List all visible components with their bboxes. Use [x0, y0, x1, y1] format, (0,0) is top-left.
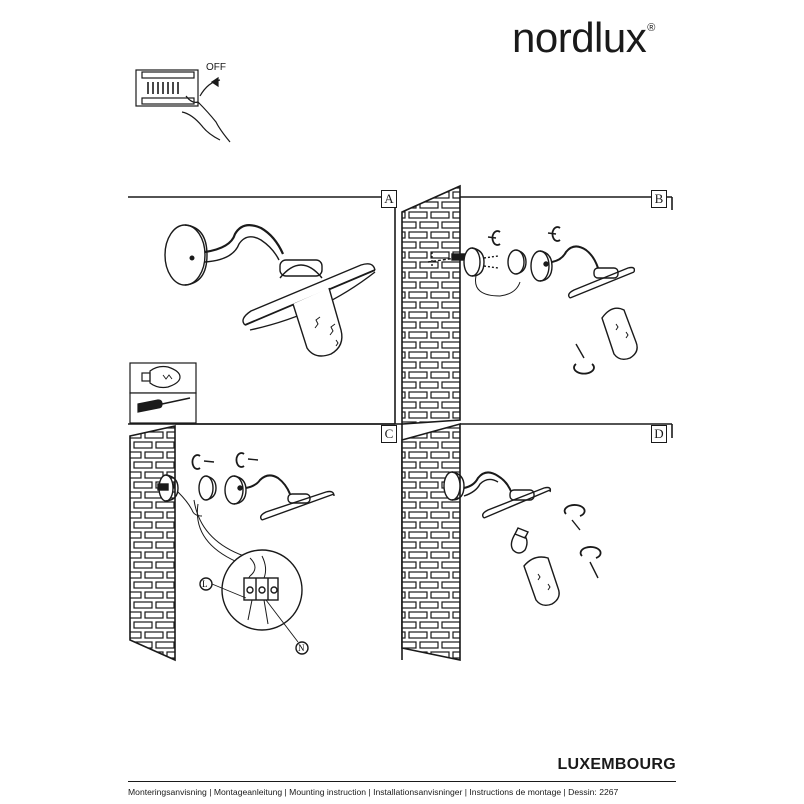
- panel-label-d: D: [651, 425, 667, 443]
- fuse-box-icon: [135, 69, 231, 143]
- panel-b-lamp-exploded: [427, 226, 638, 375]
- panel-label-b: B: [651, 190, 667, 208]
- panel-label-a: A: [381, 190, 397, 208]
- product-name: LUXEMBOURG: [557, 756, 676, 773]
- bulb-icon: [129, 362, 197, 394]
- panel-label-c: C: [381, 425, 397, 443]
- off-label: OFF: [206, 62, 226, 73]
- panel-a-lamp-illustration: [164, 223, 376, 357]
- panel-b-brick-wall: [401, 184, 461, 425]
- neutral-wire-label: N: [298, 643, 305, 653]
- trademark-symbol: ®: [647, 22, 655, 34]
- instructions-caption: Monteringsanvisning | Montageanleitung |…: [128, 787, 619, 797]
- brand-logo: nordlux®: [512, 14, 655, 62]
- panel-borders: [128, 196, 673, 660]
- live-wire-label: L: [202, 579, 208, 589]
- panel-d-brick-wall: [401, 422, 461, 661]
- panel-c-brick-wall: [129, 425, 176, 662]
- footer-divider: [128, 781, 676, 782]
- screwdriver-icon: [129, 392, 197, 424]
- brand-name: nordlux: [512, 14, 647, 61]
- panel-d-lamp-assembly: [443, 471, 602, 607]
- panel-c-wiring-illustration: [157, 452, 335, 655]
